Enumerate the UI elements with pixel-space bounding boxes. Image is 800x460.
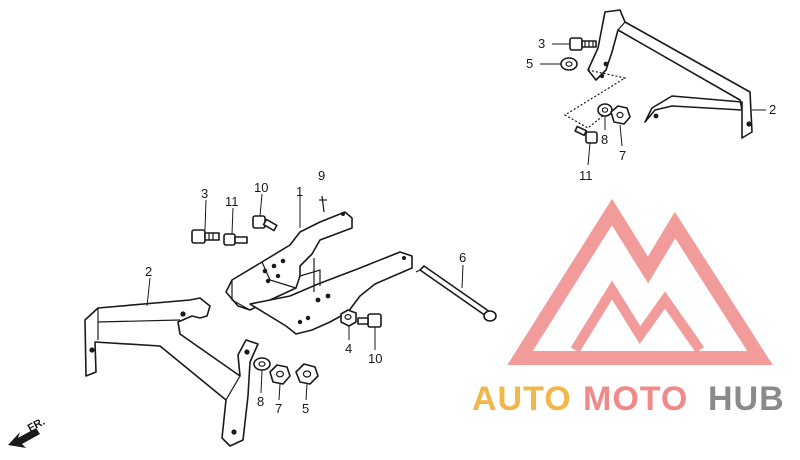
bolt-3-upper [569, 37, 597, 51]
callouts-upper-right: 3 5 8 7 11 2 [526, 36, 776, 183]
callout-2-main: 2 [145, 264, 152, 279]
callouts-main: 3 11 10 1 9 6 2 4 10 8 7 5 [145, 168, 466, 416]
rod-6 [415, 265, 497, 322]
bracket-lower [84, 297, 259, 447]
callout-11-upper: 11 [579, 168, 593, 183]
watermark-word-hub: HUB [708, 380, 785, 418]
callout-11-main: 11 [225, 194, 239, 209]
front-direction-label: FR. [26, 416, 47, 435]
washer-8-main [253, 357, 271, 371]
bolt-10-top [252, 215, 278, 232]
frame-1 [225, 211, 413, 335]
callout-5-upper: 5 [526, 56, 533, 71]
callout-10-top: 10 [254, 180, 268, 195]
watermark-word-moto: MOTO [583, 380, 688, 418]
callout-10-lower: 10 [368, 351, 382, 366]
callout-8-main: 8 [257, 394, 264, 409]
nut-4 [340, 309, 357, 327]
callout-6: 6 [459, 250, 466, 265]
callout-7-upper: 7 [619, 148, 626, 163]
nut-5-main [295, 363, 319, 385]
front-arrow-icon [8, 428, 40, 448]
nut-7-upper [610, 105, 631, 125]
callout-7-main: 7 [275, 401, 282, 416]
callout-3-main: 3 [201, 186, 208, 201]
callout-4: 4 [345, 341, 352, 356]
bolt-11-upper [574, 125, 598, 144]
main-assembly [84, 195, 497, 447]
callout-8-upper: 8 [601, 132, 608, 147]
bolt-10-lower [357, 313, 382, 328]
washer-5-upper [560, 57, 578, 71]
front-direction-indicator: FR. [8, 416, 47, 448]
leader-lines [146, 43, 766, 401]
upper-right-assembly [560, 9, 753, 144]
washer-8-upper [597, 103, 613, 117]
watermark-word-auto: AUTO [472, 380, 572, 418]
watermark-logo: AUTO MOTO HUB [472, 198, 785, 418]
bolt-11-main [223, 233, 248, 246]
callout-5-main: 5 [302, 401, 309, 416]
bolt-3-main [191, 229, 220, 244]
callout-9: 9 [318, 168, 325, 183]
callout-3-upper: 3 [538, 36, 545, 51]
callout-1: 1 [296, 184, 303, 199]
bracket-upper [587, 9, 753, 139]
pin-9 [319, 195, 327, 213]
callout-2-upper: 2 [769, 102, 776, 117]
nut-7-main [269, 364, 291, 385]
